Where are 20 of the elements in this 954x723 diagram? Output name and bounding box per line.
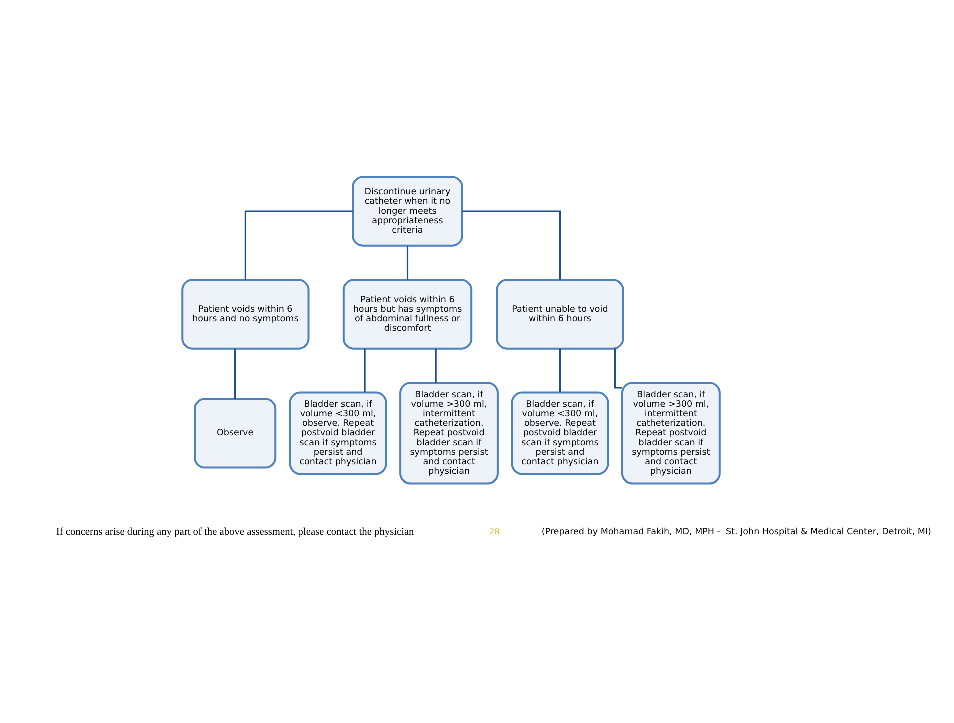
node-box: Bladder scan, if volume <300 ml, observe. Repeat postvoid bladder scan if symptoms persist and contact physician [289,391,388,475]
label: (Prepared by Mohamad Fakih, MD, MPH - St. John Hospital & Medical Center, Detroit, MI) [542,527,932,538]
node-box: Patient voids within 6 hours and no symptoms [182,278,310,350]
label: 28 [490,526,500,536]
connector [234,348,236,399]
node-box: Bladder scan, if volume <300 ml, observe. Repeat postvoid bladder scan if symptoms persist and contact physician [511,391,610,475]
label: If concerns arise during any part of the above assessment, please contact the physician [56,526,414,538]
connector [364,348,366,392]
connector [435,348,437,382]
node-box: Observe [194,398,277,468]
node-box: Discontinue urinary catheter when it no longer meets appropriateness criteria [352,176,464,246]
node-box: Bladder scan, if volume >300 ml, intermittent catheterization. Repeat postvoid bladder scan if symptoms persist and contact physician [622,382,721,484]
node-box: Bladder scan, if volume >300 ml, intermittent catheterization. Repeat postvoid bladder scan if symptoms persist and contact physician [400,382,499,484]
connector [406,246,409,280]
connector [614,348,622,388]
connector [559,348,562,392]
node-box: Patient voids within 6 hours but has symptoms of abdominal fullness or discomfort [342,278,473,350]
node-box: Patient unable to void within 6 hours [496,278,624,350]
connector [244,210,353,280]
connector [462,210,562,280]
